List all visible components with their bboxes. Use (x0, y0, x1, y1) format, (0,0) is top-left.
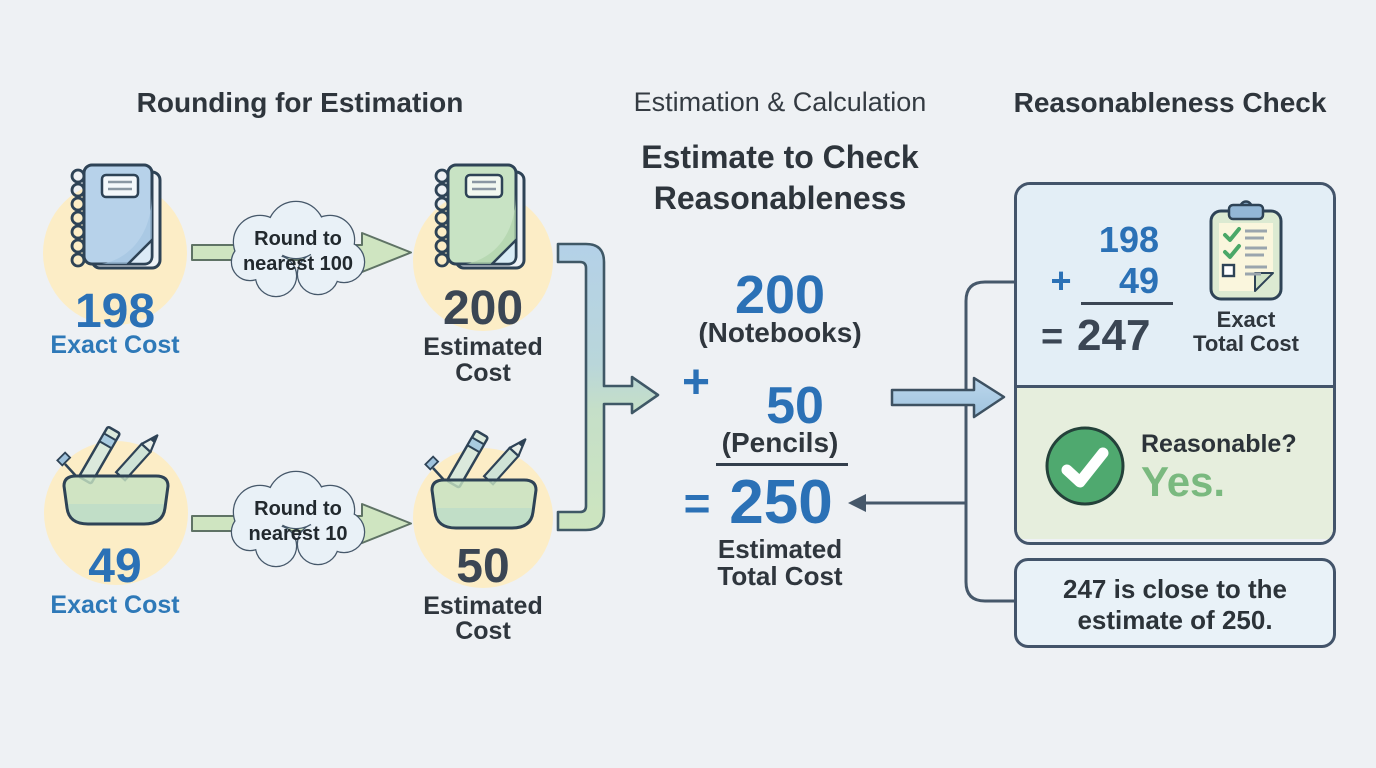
notebook-icon (434, 163, 526, 270)
section-header-estimation: Estimation & Calculation (633, 87, 927, 117)
reasonable-section: Reasonable? Yes. (1017, 388, 1333, 539)
equals-sign: = (1041, 316, 1064, 358)
left-arrowhead-icon (848, 494, 866, 512)
estimated-cost-label-line2: Cost (455, 359, 511, 387)
round-cloud-1: Round to nearest 100 (218, 196, 378, 312)
exact-total-label-line1: Exact (1216, 307, 1276, 332)
sum-line (716, 463, 848, 466)
estimated-total-value: 250 (729, 468, 833, 537)
cloud-text-line2: nearest 10 (248, 523, 348, 545)
closeness-note-box: 247 is close to the estimate of 250. (1014, 558, 1336, 648)
thought-cloud-icon (230, 200, 366, 298)
estimated-cost-label-line2: Cost (455, 617, 511, 645)
pencil-case-icon (56, 425, 170, 526)
estimate-addend2: 50 (766, 377, 824, 435)
thought-cloud-icon (230, 470, 366, 568)
merge-bracket-arrow (556, 242, 660, 532)
section-title-rounding: Rounding for Estimation (136, 87, 464, 118)
round-cloud-2: Round to nearest 10 (218, 466, 378, 582)
exact-cost-value-notebooks: 198 (74, 285, 156, 338)
exact-addend1: 198 (1098, 219, 1159, 260)
equals-sign: = (683, 477, 711, 529)
cloud-text-line2: nearest 100 (242, 253, 354, 275)
cloud-text-line1: Round to (254, 228, 342, 250)
estimate-title-line1: Estimate to Check (641, 139, 919, 175)
reasonable-answer: Yes. (1141, 458, 1226, 505)
estimated-cost-value-notebooks: 200 (442, 282, 524, 335)
exact-total-value: 247 (1077, 311, 1151, 360)
plus-sign: + (1050, 260, 1072, 301)
estimated-total-label-line2: Total Cost (717, 561, 843, 591)
compare-bracket-connector (848, 280, 1016, 603)
estimate-addend2-label: (Pencils) (721, 427, 839, 458)
estimate-addend1-label: (Notebooks) (698, 317, 862, 348)
section-header-reasonableness: Reasonableness Check (1013, 87, 1327, 118)
cloud-text-line1: Round to (254, 498, 342, 520)
estimated-cost-label-line1: Estimated (423, 592, 543, 620)
estimated-cost-label-line1: Estimated (423, 333, 543, 361)
exact-cost-value-pencils: 49 (88, 540, 142, 593)
exact-total-label-line2: Total Cost (1193, 331, 1299, 356)
reasonableness-panel: 198 + 49 = 247 Exact (1014, 182, 1336, 545)
exact-addend2: 49 (1118, 260, 1159, 301)
blue-right-arrow-icon (890, 376, 1006, 419)
estimated-total-label-line1: Estimated (717, 534, 843, 564)
exact-sum-section: 198 + 49 = 247 Exact (1017, 185, 1333, 388)
clipboard-checklist-icon (1209, 200, 1283, 301)
estimate-addend1: 200 (734, 265, 826, 325)
estimated-cost-value-pencils: 50 (456, 540, 510, 593)
sum-line (1081, 302, 1173, 305)
note-line2: estimate of 250. (1077, 605, 1273, 635)
plus-sign: + (681, 356, 711, 409)
reasonable-question: Reasonable? (1141, 430, 1297, 458)
exact-cost-label: Exact Cost (50, 331, 180, 359)
notebook-icon (70, 163, 162, 270)
pencil-case-icon (424, 429, 538, 530)
note-line1: 247 is close to the (1063, 574, 1287, 604)
check-circle-icon (1045, 426, 1125, 506)
estimate-title-line2: Reasonableness (653, 180, 907, 216)
exact-cost-label: Exact Cost (50, 591, 180, 619)
